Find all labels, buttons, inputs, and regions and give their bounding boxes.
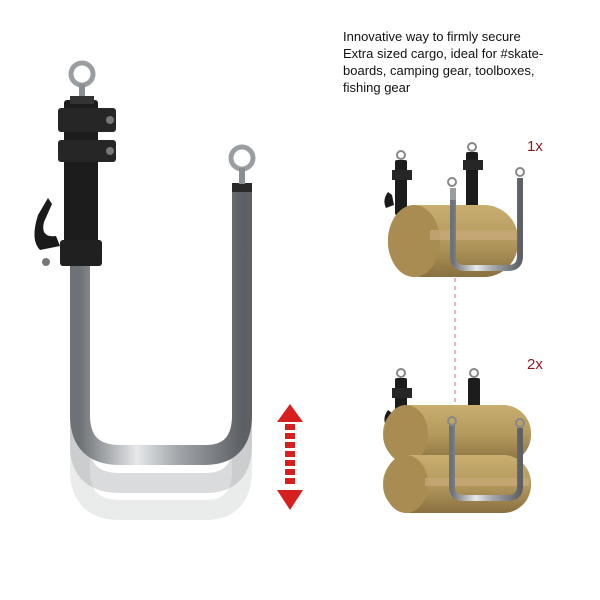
description-line: Extra sized cargo, ideal for #skate-: [343, 46, 544, 61]
description-line: fishing gear: [343, 80, 411, 95]
description-line: boards, camping gear, toolboxes,: [343, 63, 535, 78]
config-single-illustration: [384, 142, 525, 277]
tube-ghost-mid: [70, 190, 252, 493]
config-double-label: 2x: [527, 356, 543, 373]
product-description: Innovative way to firmly secure Extra si…: [343, 28, 588, 96]
config-double-illustration: [383, 368, 531, 513]
tube-ghost-low: [70, 190, 252, 520]
u-tube-main: [70, 183, 252, 465]
config-single-label: 1x: [527, 138, 543, 155]
eye-bolt-right-icon: [228, 144, 256, 184]
description-line: Innovative way to firmly secure: [343, 29, 521, 44]
double-arrow-vertical-icon: [277, 404, 303, 510]
wall-bracket: [34, 100, 116, 266]
eye-bolt-top-icon: [68, 60, 96, 104]
